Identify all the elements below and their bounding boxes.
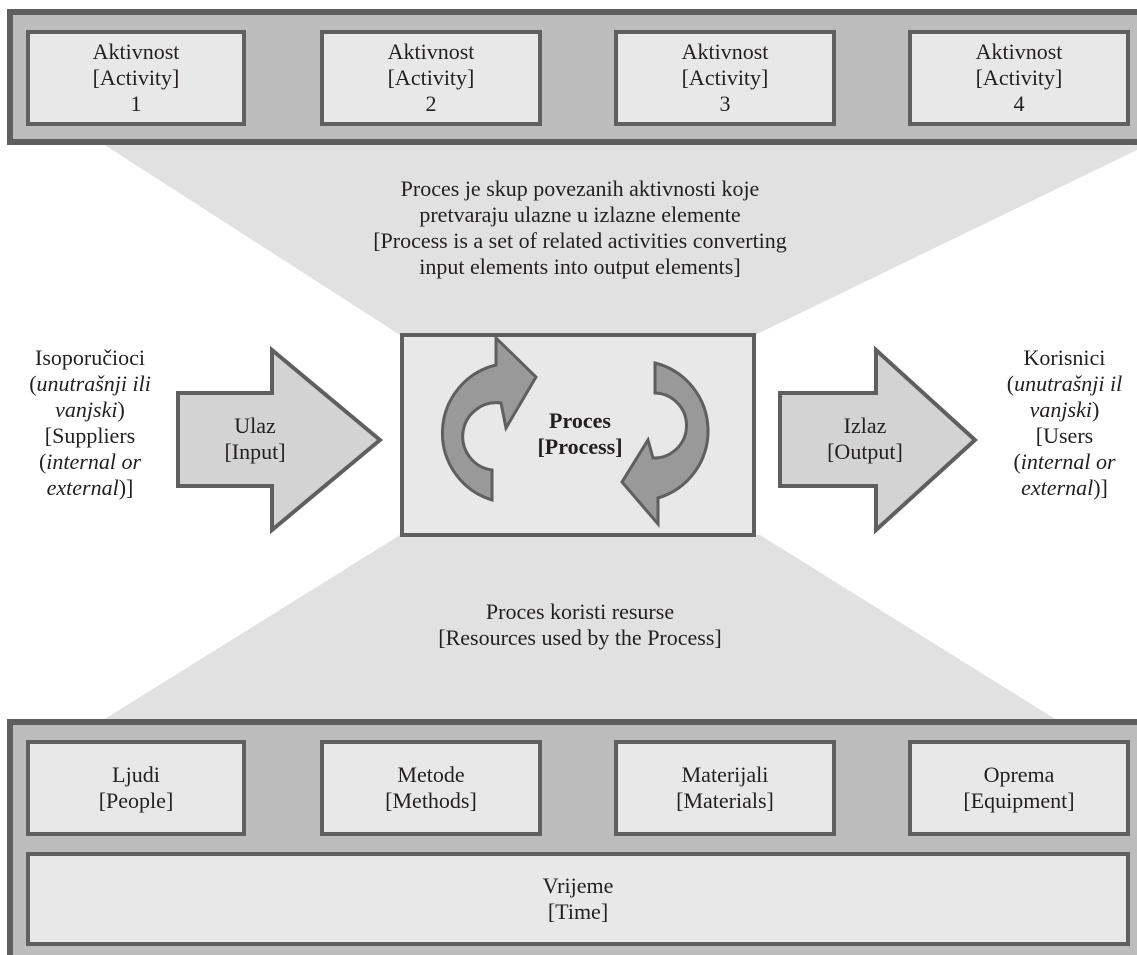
process-definition: Proces je skup povezanih aktivnosti koje… — [260, 176, 900, 280]
suppliers-english-scope: internal or — [46, 449, 142, 474]
process-title: Proces — [549, 408, 611, 433]
users-english: [Users — [1035, 423, 1094, 448]
input-arrow-shape — [176, 345, 384, 535]
cycle-icon — [440, 334, 710, 529]
suppliers-english-scope-2: external — [46, 475, 119, 500]
activity-title: Aktivnost — [975, 39, 1063, 64]
activity-english: [Activity] — [387, 65, 475, 90]
activity-number: 2 — [425, 91, 437, 116]
resource-label: Metode — [397, 762, 465, 787]
resource-english: [Equipment] — [963, 788, 1075, 813]
resources-funnel — [100, 535, 1060, 722]
activity-english: [Activity] — [92, 65, 180, 90]
resource-box-people: Ljudi [People] — [26, 740, 246, 836]
definition-line: Proces je skup povezanih aktivnosti koje — [400, 176, 760, 201]
definition-line: input elements into output elements] — [419, 254, 741, 279]
output-english: [Output] — [827, 439, 903, 464]
users-title: Korisnici — [1023, 345, 1106, 370]
users-english-scope-2: external — [1021, 475, 1094, 500]
input-label: Ulaz — [234, 413, 276, 438]
resource-english: [Methods] — [385, 788, 477, 813]
output-arrow-shape — [778, 345, 978, 535]
activity-english: [Activity] — [975, 65, 1063, 90]
activity-english: [Activity] — [681, 65, 769, 90]
output-arrow-label: Izlaz [Output] — [810, 413, 920, 465]
resources-caption: Proces koristi resurse [Resources used b… — [360, 599, 800, 651]
resource-label: Materijali — [681, 762, 769, 787]
time-english: [Time] — [547, 899, 609, 924]
activity-box-2: Aktivnost [Activity] 2 — [320, 30, 542, 126]
resource-box-materials: Materijali [Materials] — [614, 740, 836, 836]
suppliers-label: Isoporučioci (unutrašnji ili vanjski) [S… — [0, 345, 180, 501]
resource-english: [Materials] — [676, 788, 774, 813]
activity-number: 1 — [130, 91, 142, 116]
suppliers-scope: unutrašnji ili — [36, 371, 151, 396]
users-scope-2: vanjski — [1029, 397, 1092, 422]
cycle-right-arrow — [620, 361, 710, 529]
activity-title: Aktivnost — [387, 39, 475, 64]
resource-box-time: Vrijeme [Time] — [26, 852, 1130, 946]
users-label: Korisnici (unutrašnji il vanjski) [Users… — [982, 345, 1137, 501]
output-label: Izlaz — [843, 413, 887, 438]
resource-label: Oprema — [983, 762, 1055, 787]
users-scope: unutrašnji il — [1014, 371, 1123, 396]
input-english: [Input] — [224, 439, 286, 464]
resources-caption-line: [Resources used by the Process] — [438, 625, 722, 650]
suppliers-scope-2: vanjski — [55, 397, 118, 422]
activity-box-4: Aktivnost [Activity] 4 — [908, 30, 1130, 126]
resource-box-equipment: Oprema [Equipment] — [908, 740, 1130, 836]
cycle-left-arrow — [440, 334, 538, 503]
input-arrow-label: Ulaz [Input] — [200, 413, 310, 465]
activities-funnel — [100, 142, 1137, 335]
definition-line: [Process is a set of related activities … — [373, 228, 787, 253]
resource-box-methods: Metode [Methods] — [320, 740, 542, 836]
resources-caption-line: Proces koristi resurse — [485, 599, 675, 624]
definition-line: pretvaraju ulazne u izlazne elemente — [419, 202, 741, 227]
activity-number: 4 — [1013, 91, 1025, 116]
time-label: Vrijeme — [542, 873, 614, 898]
activity-box-3: Aktivnost [Activity] 3 — [614, 30, 836, 126]
process-label: Proces [Process] — [510, 408, 650, 460]
activity-box-1: Aktivnost [Activity] 1 — [26, 30, 246, 126]
activity-title: Aktivnost — [92, 39, 180, 64]
resource-label: Ljudi — [112, 762, 160, 787]
activity-title: Aktivnost — [681, 39, 769, 64]
resource-english: [People] — [98, 788, 174, 813]
suppliers-english: [Suppliers — [44, 423, 136, 448]
suppliers-title: Isoporučioci — [35, 345, 145, 370]
users-english-scope: internal or — [1020, 449, 1116, 474]
process-english: [Process] — [537, 434, 623, 459]
activity-number: 3 — [719, 91, 731, 116]
